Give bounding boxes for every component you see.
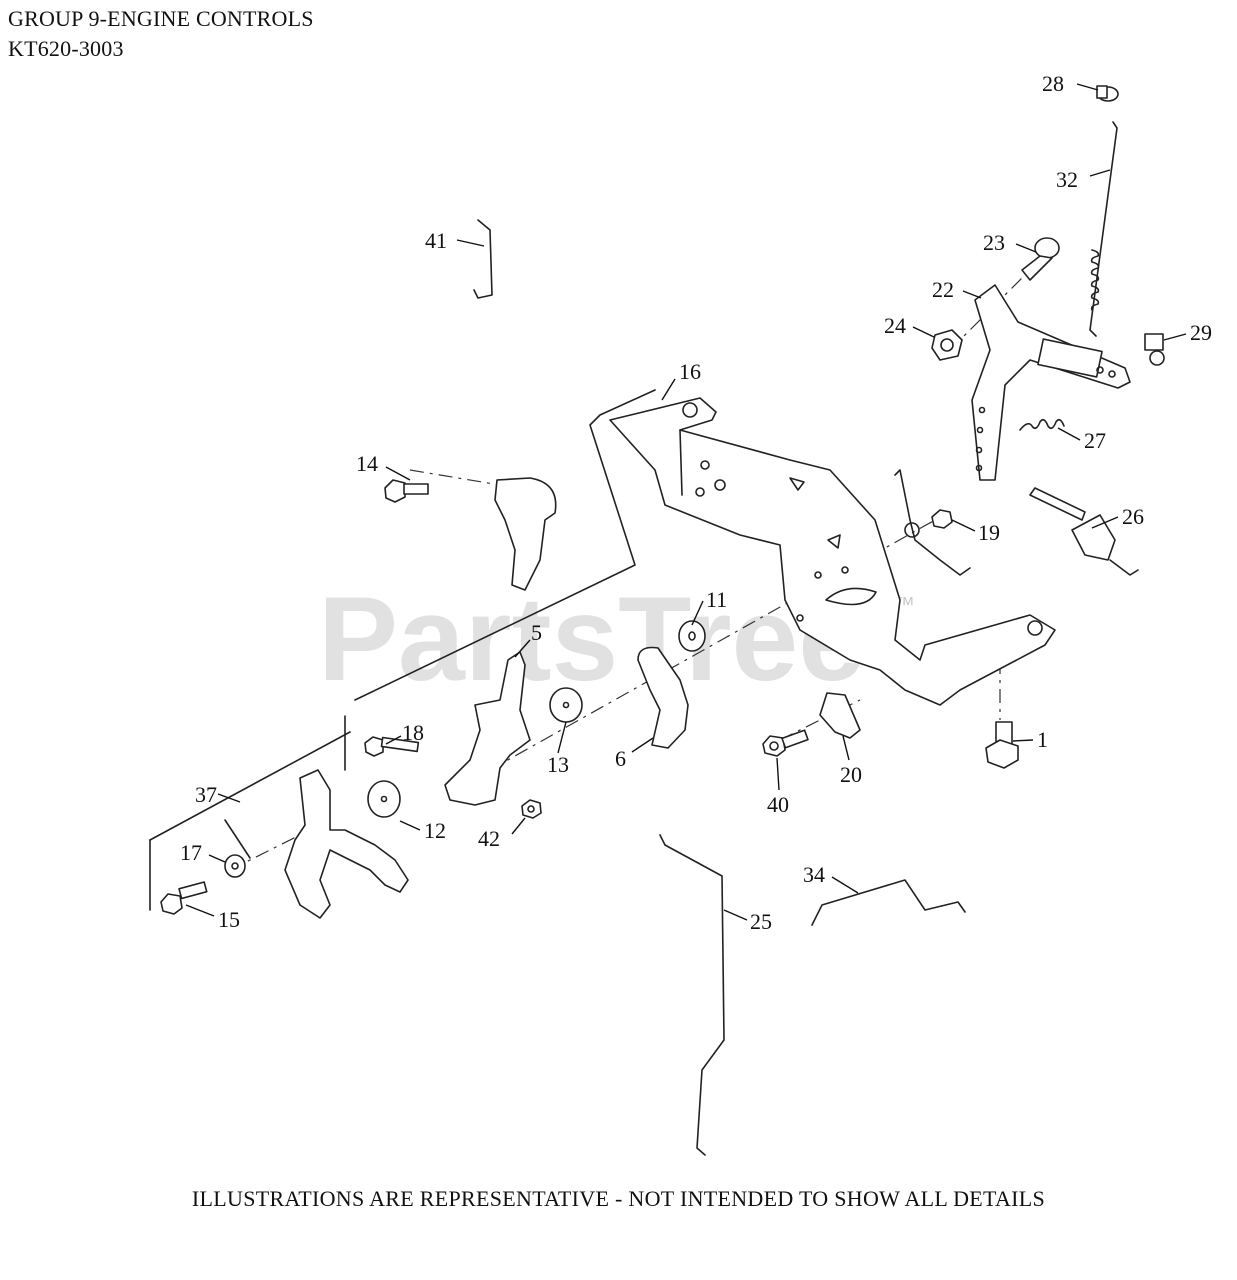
callout-27[interactable]: 27	[1084, 428, 1106, 453]
part-5-governor-lever[interactable]	[444, 651, 531, 806]
choke-lever[interactable]	[494, 477, 557, 591]
part-42-nut[interactable]	[521, 799, 542, 819]
watermark-logo: PartsTree	[318, 572, 865, 706]
callout-41[interactable]: 41	[425, 228, 447, 253]
callout-12[interactable]: 12	[424, 818, 446, 843]
callout-14[interactable]: 14	[356, 451, 378, 476]
assembly-axis-lines	[229, 269, 1031, 871]
part-11-washer[interactable]	[678, 620, 706, 652]
part-29-clip[interactable]	[1144, 333, 1165, 366]
callout-numbers: 28 32 41 23 22 24 29 16 27 14 19 26 11 5…	[180, 71, 1212, 934]
callout-6[interactable]: 6	[615, 746, 626, 771]
callout-22[interactable]: 22	[932, 277, 954, 302]
callout-24[interactable]: 24	[884, 313, 906, 338]
callout-leaders	[185, 83, 1187, 921]
part-17-washer[interactable]	[224, 854, 246, 878]
part-26-spring[interactable]	[1029, 487, 1139, 576]
callout-1[interactable]: 1	[1037, 727, 1048, 752]
part-28-clip[interactable]	[1096, 85, 1119, 102]
callout-32[interactable]: 32	[1056, 167, 1078, 192]
part-25-throttle-rod[interactable]	[659, 834, 725, 1156]
part-20-cable-clip[interactable]	[819, 692, 861, 739]
callout-23[interactable]: 23	[983, 230, 1005, 255]
part-22-throttle-lever[interactable]	[971, 284, 1131, 481]
part-41-rod[interactable]	[473, 219, 493, 299]
part-16-mounting-bracket[interactable]	[609, 397, 1056, 706]
part-1-bolt[interactable]	[985, 721, 1019, 769]
callout-13[interactable]: 13	[547, 752, 569, 777]
callout-42[interactable]: 42	[478, 826, 500, 851]
part-34-link-rod[interactable]	[811, 879, 966, 926]
callout-40[interactable]: 40	[767, 792, 789, 817]
callout-34[interactable]: 34	[803, 862, 825, 887]
callout-28[interactable]: 28	[1042, 71, 1064, 96]
callout-16[interactable]: 16	[679, 359, 701, 384]
part-19-spring-nut[interactable]	[894, 469, 971, 576]
diagram-model-number: KT620-3003	[8, 36, 124, 61]
callout-17[interactable]: 17	[180, 840, 202, 865]
diagram-disclaimer: ILLUSTRATIONS ARE REPRESENTATIVE - NOT I…	[191, 1186, 1046, 1211]
part-40-bolt[interactable]	[762, 729, 809, 757]
part-37-control-lever[interactable]	[284, 769, 409, 919]
callout-11[interactable]: 11	[706, 587, 727, 612]
assembly-bracket-lines	[149, 389, 656, 911]
part-14-bolt[interactable]	[384, 479, 429, 503]
part-6-lever[interactable]	[637, 646, 689, 749]
callout-29[interactable]: 29	[1190, 320, 1212, 345]
callout-18[interactable]: 18	[402, 720, 424, 745]
part-12-washer[interactable]	[367, 780, 401, 818]
callout-20[interactable]: 20	[840, 762, 862, 787]
part-13-washer[interactable]	[549, 687, 583, 723]
callout-37[interactable]: 37	[195, 782, 217, 807]
part-15-bolt[interactable]	[160, 881, 208, 915]
part-23-pin[interactable]	[1021, 237, 1060, 281]
diagram-group-title: GROUP 9-ENGINE CONTROLS	[8, 6, 314, 31]
part-32-spring-rod[interactable]	[1089, 121, 1118, 337]
callout-25[interactable]: 25	[750, 909, 772, 934]
part-24-nut[interactable]	[931, 329, 963, 361]
part-27-spring[interactable]	[1019, 418, 1065, 431]
callout-15[interactable]: 15	[218, 907, 240, 932]
callout-19[interactable]: 19	[978, 520, 1000, 545]
callout-26[interactable]: 26	[1122, 504, 1144, 529]
callout-5[interactable]: 5	[531, 620, 542, 645]
